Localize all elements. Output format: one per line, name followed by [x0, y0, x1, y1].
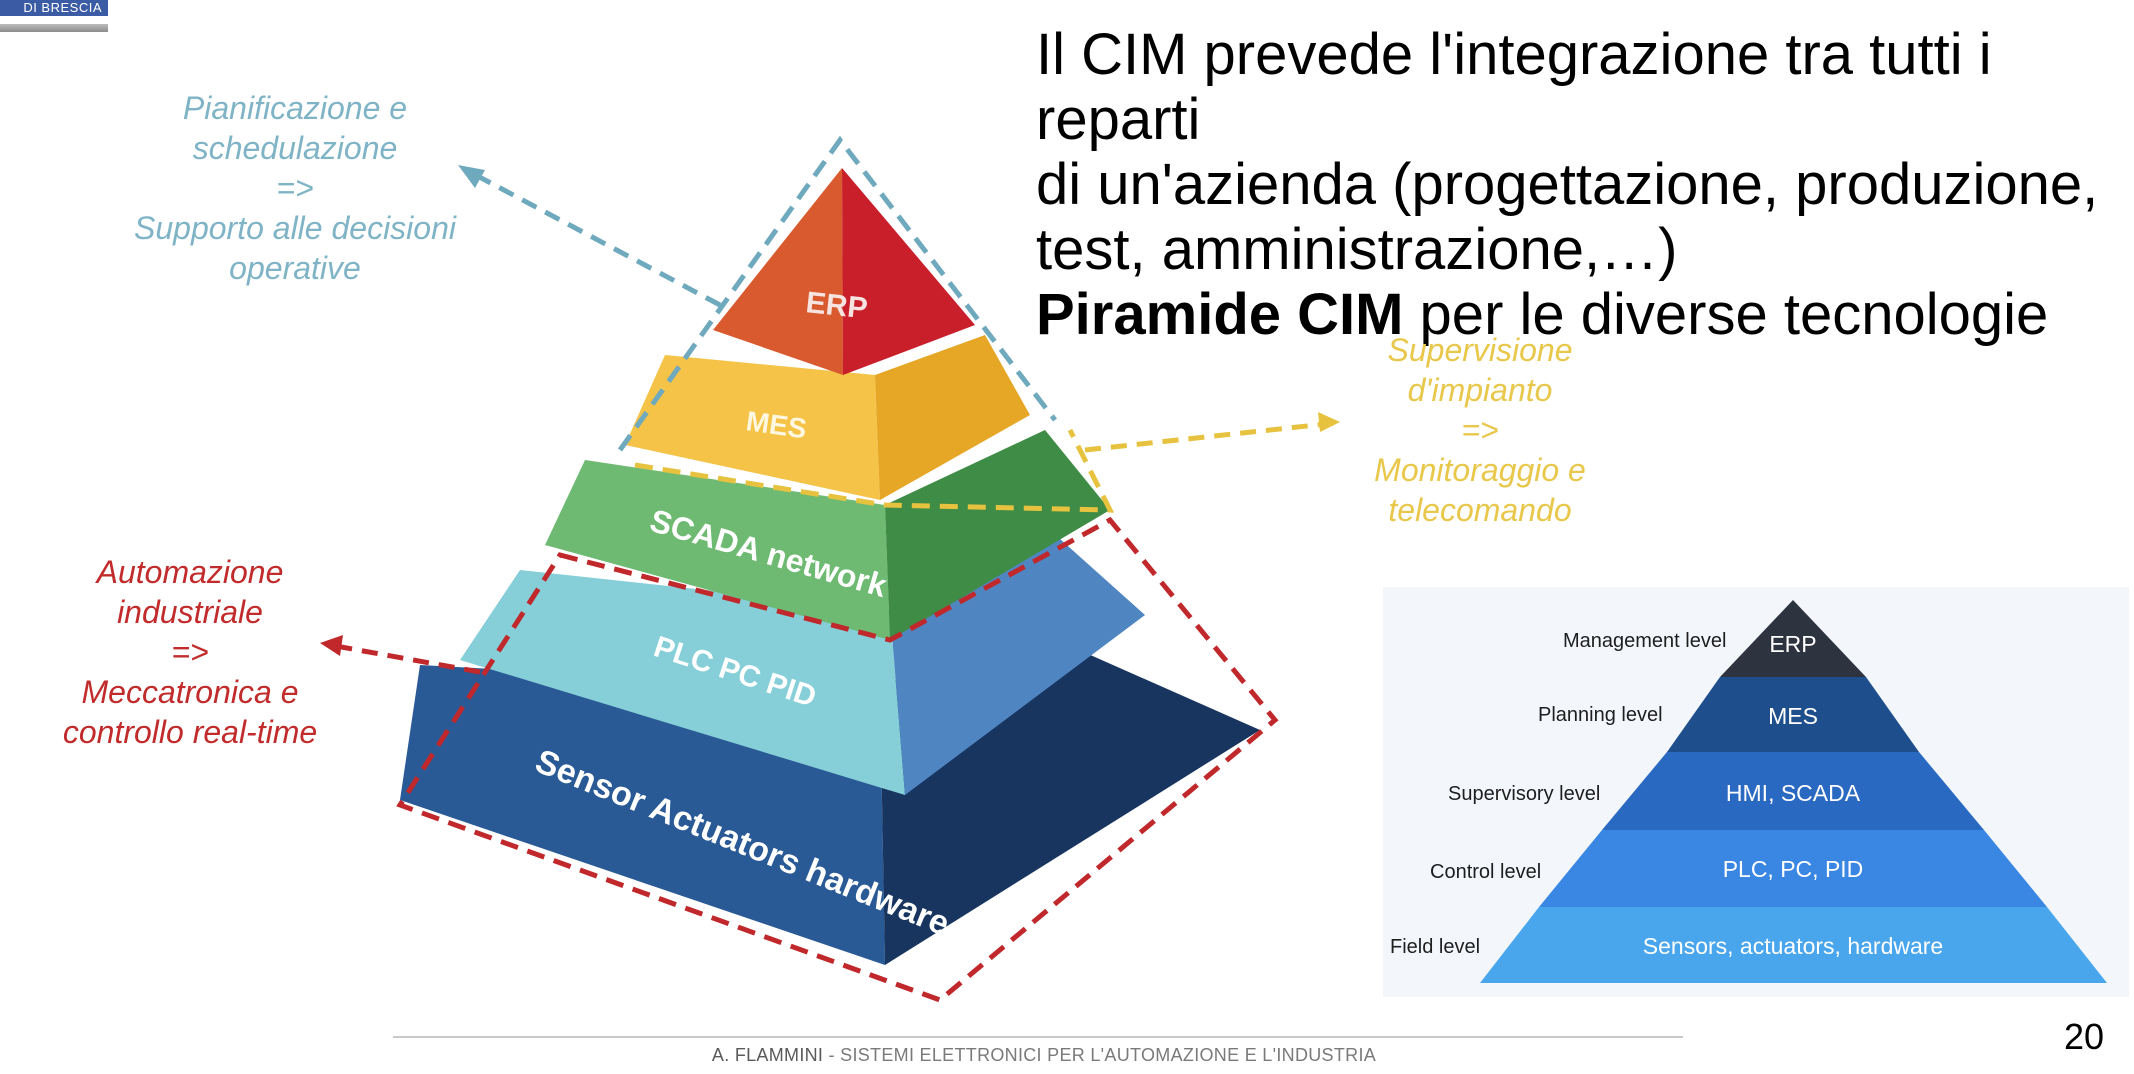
tier-field-label: Sensors, actuators, hardware	[1642, 933, 1944, 959]
red-arrow-head	[320, 635, 343, 656]
annotation-supervision: Supervisione d'impianto => Monitoraggio …	[1360, 330, 1600, 530]
annotation-planning-line: schedulazione	[192, 130, 398, 166]
footer-author: A. FLAMMINI	[711, 1045, 824, 1065]
level-management: Management level	[1563, 630, 1727, 652]
level-planning: Planning level	[1538, 704, 1663, 726]
annotation-planning-line: operative	[229, 250, 361, 286]
automation-pyramid-2d: ERP MES HMI, SCADA PLC, PC, PID Sensors,…	[1383, 587, 2129, 997]
tier-erp-label: ERP	[1769, 631, 1817, 657]
pyramid-layer-scada-side	[885, 430, 1110, 640]
blue-arrow	[468, 169, 722, 308]
annotation-supervision-line: d'impianto	[1407, 372, 1553, 408]
pyramid-layer-mes-side	[875, 335, 1030, 500]
footer-course: SISTEMI ELETTRONICI PER L'AUTOMAZIONE E …	[840, 1045, 1377, 1065]
level-control: Control level	[1430, 861, 1542, 883]
university-logo: DI BRESCIA	[0, 0, 108, 16]
annotation-automation-line: Automazione	[96, 554, 284, 590]
pyramid-label-erp: ERP	[804, 286, 869, 325]
annotation-automation-line: industriale	[117, 594, 263, 630]
level-supervisory: Supervisory level	[1448, 783, 1601, 805]
headline-text: Il CIM prevede l'integrazione tra tutti …	[1036, 22, 2126, 347]
pyramid-layer-erp-front	[713, 168, 843, 375]
blue-arrow-head	[458, 165, 485, 188]
annotation-planning-line: Pianificazione e	[182, 90, 408, 126]
tier-erp-band	[1720, 600, 1866, 677]
annotation-planning-line: Supporto alle decisioni	[134, 210, 456, 246]
tier-mes-label: MES	[1768, 703, 1818, 729]
headline-line-4: Piramide CIM per le diverse tecnologie	[1036, 282, 2126, 347]
logo-text: DI BRESCIA	[23, 0, 102, 15]
yellow-arrow-head	[1318, 412, 1340, 432]
annotation-automation-line: controllo real-time	[62, 714, 318, 750]
annotation-supervision-line: telecomando	[1388, 492, 1572, 528]
page-number: 20	[2063, 1016, 2104, 1057]
annotation-supervision-arrow: =>	[1461, 412, 1499, 448]
yellow-dashed-outline	[634, 428, 1115, 513]
headline-emphasis: Piramide CIM	[1036, 282, 1404, 347]
tier-scada-label: HMI, SCADA	[1725, 780, 1861, 806]
tier-plc-band	[1539, 830, 2047, 907]
annotation-automation-line: Meccatronica e	[81, 674, 299, 710]
headline-line-4-rest: per le diverse tecnologie	[1403, 282, 2049, 347]
pyramid-layer-scada-front	[545, 460, 890, 640]
pyramid-layer-mes-front	[625, 355, 880, 500]
annotation-planning-arrow: =>	[276, 170, 314, 206]
headline-line-2: di un'azienda (progettazione, produzione…	[1036, 152, 2099, 217]
level-field: Field level	[1390, 936, 1481, 958]
annotation-planning: Pianificazione e schedulazione => Suppor…	[105, 88, 485, 288]
annotation-supervision-line: Monitoraggio e	[1374, 452, 1586, 488]
annotation-supervision-line: Supervisione	[1387, 332, 1573, 368]
annotation-automation-arrow: =>	[171, 634, 209, 670]
tier-mes-band	[1667, 677, 1919, 752]
footer-separator: -	[823, 1045, 841, 1065]
cim-pyramid-3d: ERP MES SCADA network PLC PC PID Sensor …	[320, 135, 1340, 1003]
headline-line-3: test, amministrazione,…)	[1036, 217, 1678, 282]
logo-underline	[0, 24, 108, 32]
tier-scada-band	[1602, 752, 1984, 830]
tier-field-band	[1480, 907, 2107, 983]
blue-dashed-outline	[617, 135, 1057, 452]
tier-plc-label: PLC, PC, PID	[1722, 856, 1864, 882]
automation-pyramid-2d-shape	[1480, 600, 2107, 983]
pyramid-layer-erp-side	[842, 168, 975, 375]
annotation-automation: Automazione industriale => Meccatronica …	[40, 552, 340, 752]
red-dashed-outline	[396, 516, 1279, 1003]
footer-divider	[393, 1036, 1683, 1038]
pyramid-layer-plc-front	[460, 570, 905, 795]
headline-line-1: Il CIM prevede l'integrazione tra tutti …	[1036, 22, 1992, 152]
footer: A. FLAMMINI - SISTEMI ELETTRONICI PER L'…	[0, 1045, 2088, 1066]
yellow-arrow	[1084, 420, 1336, 453]
